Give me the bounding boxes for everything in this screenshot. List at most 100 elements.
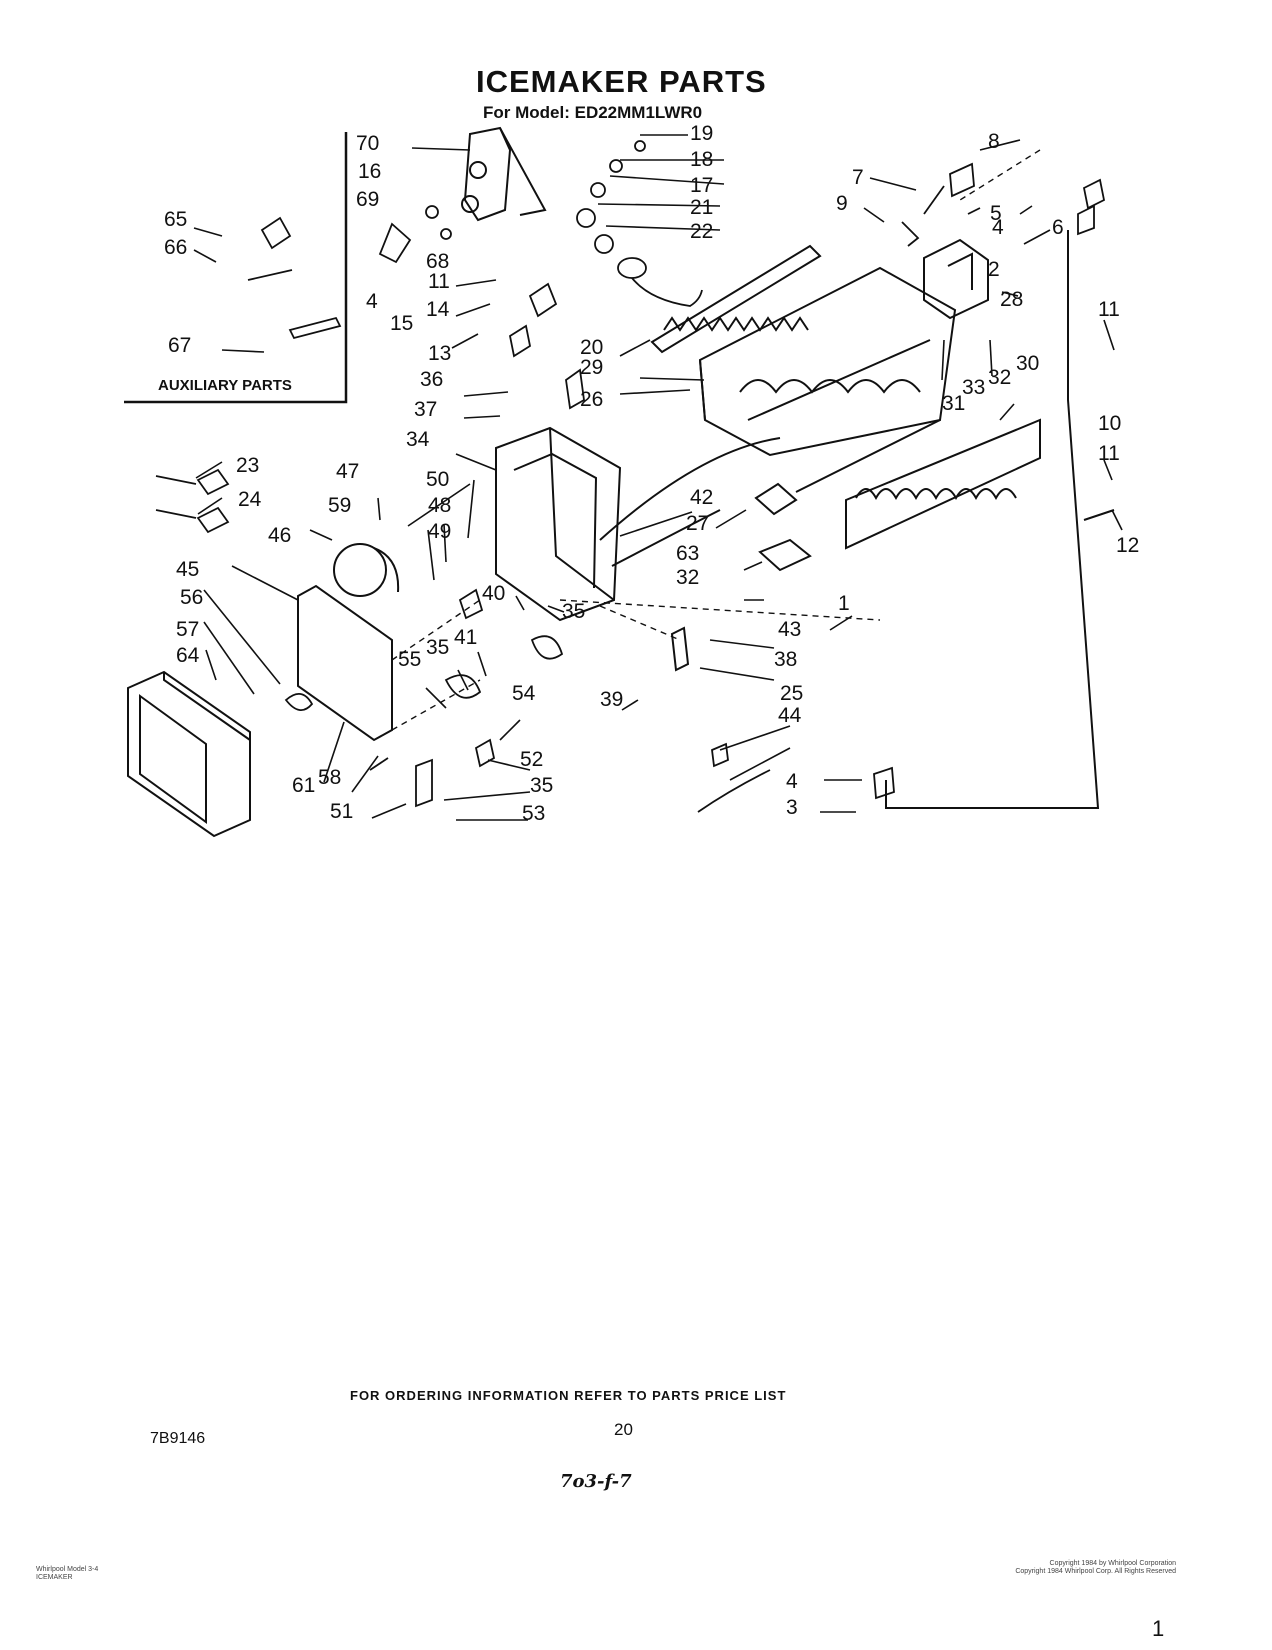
callout-30: 30 <box>1016 352 1039 375</box>
callout-14: 14 <box>426 298 450 321</box>
ordering-note: FOR ORDERING INFORMATION REFER TO PARTS … <box>350 1388 787 1403</box>
callout-7: 7 <box>852 166 864 189</box>
callout-5: 5 <box>990 202 1002 225</box>
callout-12: 12 <box>1116 534 1139 557</box>
callout-15: 15 <box>390 312 413 335</box>
callout-48: 48 <box>428 494 451 517</box>
callout-70: 70 <box>356 132 379 155</box>
callout-52: 52 <box>520 748 543 771</box>
bracket-drawing <box>758 538 812 572</box>
callout-63: 63 <box>676 542 699 565</box>
copyright-line1: Copyright 1984 by Whirlpool Corporation <box>1049 1560 1176 1567</box>
callout-2: 2 <box>988 258 1000 281</box>
callout-6: 6 <box>1052 216 1064 239</box>
callout-46: 46 <box>268 524 291 547</box>
callout-4: 4 <box>366 290 378 313</box>
heater-drawing <box>754 419 941 516</box>
callout-29: 29 <box>580 356 603 379</box>
callout-65: 65 <box>164 208 187 231</box>
small-print-left: Whirlpool Model 3-4 ICEMAKER <box>36 1566 98 1582</box>
fill-tube-drawing <box>885 230 1115 809</box>
callout-18: 18 <box>690 148 713 171</box>
callout-34: 34 <box>406 428 430 451</box>
callout-38: 38 <box>774 648 797 671</box>
callout-23: 23 <box>236 454 259 477</box>
callout-64: 64 <box>176 644 200 667</box>
small-print-left-line1: Whirlpool Model 3-4 <box>36 1566 99 1573</box>
copyright-line2: Copyright 1984 Whirlpool Corp. All Right… <box>1015 1568 1176 1575</box>
callout-43: 43 <box>778 618 801 641</box>
callout-3: 3 <box>786 796 798 819</box>
callout-68: 68 <box>426 250 449 273</box>
callout-11: 11 <box>1098 442 1120 465</box>
callout-33: 33 <box>962 376 985 399</box>
callout-55: 55 <box>398 648 421 671</box>
auxiliary-parts-label: AUXILIARY PARTS <box>158 377 292 394</box>
callout-27: 27 <box>686 512 709 535</box>
callout-42: 42 <box>690 486 713 509</box>
callout-32: 32 <box>988 366 1011 389</box>
callout-59: 59 <box>328 494 351 517</box>
auxiliary-box-border <box>124 132 348 404</box>
fill-cup-drawing <box>923 238 989 320</box>
callout-32: 32 <box>676 566 699 589</box>
callout-9: 9 <box>836 192 848 215</box>
callout-37: 37 <box>414 398 437 421</box>
callout-17: 17 <box>690 174 713 197</box>
copyright-note: Copyright 1984 by Whirlpool Corporation … <box>986 1560 1176 1576</box>
callout-35: 35 <box>562 600 585 623</box>
callout-66: 66 <box>164 236 187 259</box>
mounting-plate-drawing <box>297 584 393 742</box>
document-number: 7B9146 <box>150 1430 206 1447</box>
callout-20: 20 <box>580 336 603 359</box>
callout-24: 24 <box>238 488 262 511</box>
model-subtitle: For Model: ED22MM1LWR0 <box>483 103 703 122</box>
callout-45: 45 <box>176 558 199 581</box>
callout-31: 31 <box>942 392 965 415</box>
page-title: ICEMAKER PARTS <box>476 64 767 99</box>
module-housing-drawing <box>495 426 622 622</box>
callout-35: 35 <box>530 774 553 797</box>
callout-8: 8 <box>988 130 1000 153</box>
callout-13: 13 <box>428 342 451 365</box>
callout-19: 19 <box>690 122 713 145</box>
handwritten-note: 7o3-f-7 <box>560 1471 632 1492</box>
cover-drawing <box>127 670 251 838</box>
callout-leader-lines <box>193 134 1123 821</box>
callout-61: 61 <box>292 774 315 797</box>
callout-21: 21 <box>690 196 713 219</box>
callout-54: 54 <box>512 682 536 705</box>
callout-47: 47 <box>336 460 359 483</box>
callout-1: 1 <box>838 592 850 615</box>
callout-58: 58 <box>318 766 341 789</box>
callout-16: 16 <box>358 160 381 183</box>
callout-26: 26 <box>580 388 603 411</box>
ice-mold-drawing <box>698 266 957 457</box>
assembly-dashed-lines <box>391 149 1041 731</box>
callout-50: 50 <box>426 468 449 491</box>
callout-10: 10 <box>1098 412 1121 435</box>
small-print-left-line2: ICEMAKER <box>36 1574 73 1581</box>
ejector-drawing <box>650 244 822 354</box>
callout-41: 41 <box>454 626 477 649</box>
callout-56: 56 <box>180 586 203 609</box>
corner-mark: 1 <box>1152 1616 1165 1641</box>
callout-22: 22 <box>690 220 713 243</box>
callout-4: 4 <box>786 770 798 793</box>
callout-11: 11 <box>1098 298 1120 321</box>
water-valve-drawing <box>461 126 547 222</box>
callout-4: 4 <box>992 216 1004 239</box>
callout-51: 51 <box>330 800 353 823</box>
callout-35: 35 <box>426 636 449 659</box>
callout-25: 25 <box>780 682 803 705</box>
callout-36: 36 <box>420 368 443 391</box>
shutoff-arm-drawing <box>670 626 690 672</box>
callout-57: 57 <box>176 618 199 641</box>
callout-40: 40 <box>482 582 505 605</box>
callout-53: 53 <box>522 802 545 825</box>
wire-harness-drawing <box>599 437 781 567</box>
callout-39: 39 <box>600 688 623 711</box>
stripper-drawing <box>845 418 1041 550</box>
motor-drawing <box>333 543 400 597</box>
